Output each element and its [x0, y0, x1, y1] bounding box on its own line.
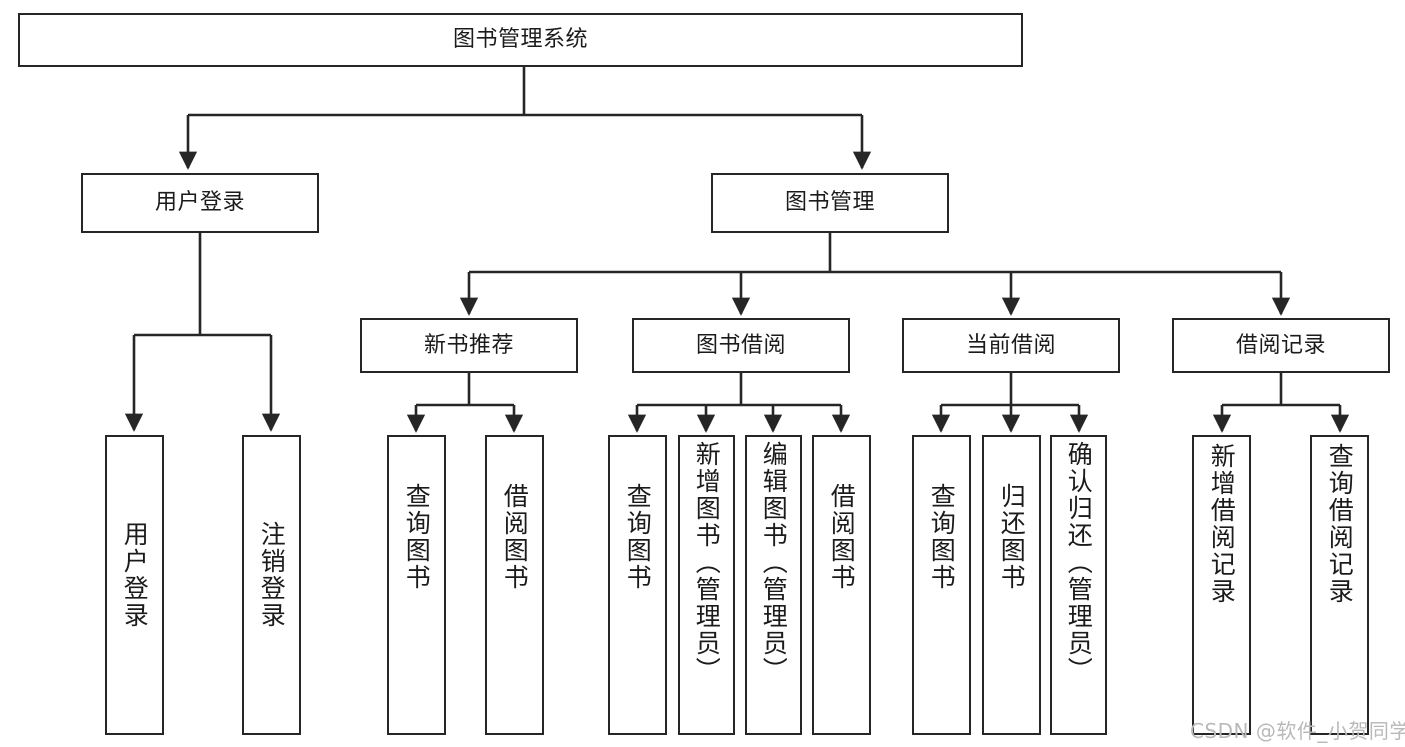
csdn-watermark: CSDN @软件_小贺同学 — [1190, 719, 1405, 743]
node-borrow-record-label: 借阅记录 — [1235, 332, 1326, 358]
node-root-label: 图书管理系统 — [452, 27, 588, 53]
leaf-logout[interactable]: 注销登录 — [242, 435, 301, 735]
leaf-query-borrow-record[interactable]: 查询借阅记录 — [1310, 435, 1369, 735]
node-new-book-recommend[interactable]: 新书推荐 — [360, 318, 578, 373]
leaf-query-book-recommend-label: 查询图书 — [402, 483, 432, 591]
leaf-add-borrow-record[interactable]: 新增借阅记录 — [1192, 435, 1251, 735]
node-root[interactable]: 图书管理系统 — [18, 13, 1023, 67]
node-new-book-recommend-label: 新书推荐 — [423, 332, 514, 358]
node-book-borrow[interactable]: 图书借阅 — [632, 318, 850, 373]
leaf-user-login-label: 用户登录 — [120, 521, 150, 629]
node-current-borrow[interactable]: 当前借阅 — [902, 318, 1120, 373]
leaf-query-book-borrow-label: 查询图书 — [623, 483, 653, 591]
leaf-logout-label: 注销登录 — [257, 521, 287, 629]
leaf-query-book-recommend[interactable]: 查询图书 — [387, 435, 446, 735]
node-current-borrow-label: 当前借阅 — [965, 332, 1056, 358]
leaf-return-book[interactable]: 归还图书 — [982, 435, 1041, 735]
node-book-management-label: 图书管理 — [784, 190, 875, 216]
leaf-edit-book-admin-label: 编辑图书（管理员） — [759, 441, 789, 684]
leaf-query-book-current-label: 查询图书 — [927, 483, 957, 591]
leaf-return-book-label: 归还图书 — [997, 483, 1027, 591]
node-user-login-label: 用户登录 — [154, 190, 245, 216]
leaf-edit-book-admin[interactable]: 编辑图书（管理员） — [745, 435, 802, 735]
leaf-borrow-book[interactable]: 借阅图书 — [812, 435, 871, 735]
leaf-confirm-return-admin[interactable]: 确认归还（管理员） — [1050, 435, 1107, 735]
leaf-borrow-book-recommend-label: 借阅图书 — [500, 483, 530, 591]
leaf-confirm-return-admin-label: 确认归还（管理员） — [1064, 441, 1094, 684]
leaf-borrow-book-label: 借阅图书 — [827, 483, 857, 591]
node-user-login[interactable]: 用户登录 — [81, 173, 319, 233]
node-book-management[interactable]: 图书管理 — [711, 173, 949, 233]
leaf-add-book-admin[interactable]: 新增图书（管理员） — [678, 435, 735, 735]
leaf-query-book-borrow[interactable]: 查询图书 — [608, 435, 667, 735]
node-borrow-record[interactable]: 借阅记录 — [1172, 318, 1390, 373]
node-book-borrow-label: 图书借阅 — [695, 332, 786, 358]
leaf-query-book-current[interactable]: 查询图书 — [912, 435, 971, 735]
leaf-borrow-book-recommend[interactable]: 借阅图书 — [485, 435, 544, 735]
leaf-add-book-admin-label: 新增图书（管理员） — [692, 441, 722, 684]
leaf-add-borrow-record-label: 新增借阅记录 — [1207, 443, 1237, 605]
leaf-query-borrow-record-label: 查询借阅记录 — [1325, 443, 1355, 605]
leaf-user-login[interactable]: 用户登录 — [105, 435, 164, 735]
